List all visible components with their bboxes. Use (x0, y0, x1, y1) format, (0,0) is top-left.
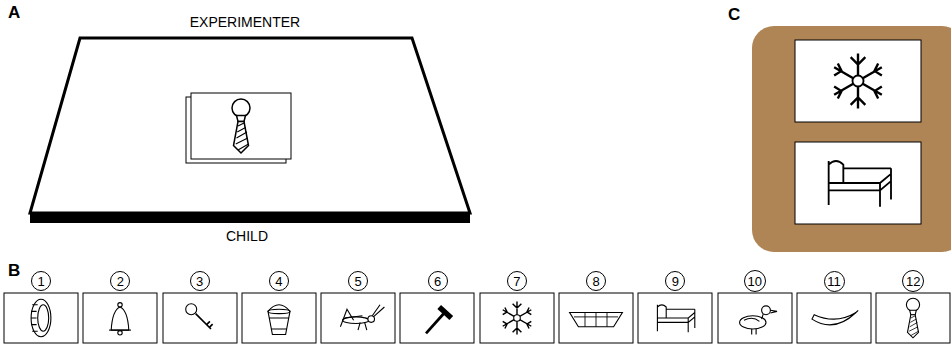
picture-card (191, 93, 291, 159)
table-top (30, 38, 470, 213)
callout-number: 3 (190, 271, 210, 291)
bucket-picture (268, 305, 290, 335)
banana-picture (812, 310, 858, 325)
callout-number: 9 (665, 271, 685, 291)
callout-number: 11 (824, 271, 845, 292)
table-edge (30, 213, 470, 223)
callout-number: 8 (592, 275, 599, 288)
callout-number: 4 (275, 275, 282, 288)
snowflake-picture (834, 54, 882, 109)
callout-number: 2 (117, 275, 124, 288)
snowflake-picture (503, 302, 532, 335)
callout-number: 8 (586, 271, 606, 291)
key-picture (186, 304, 213, 329)
callout-number: 5 (355, 275, 362, 288)
callout-number: 4 (269, 271, 289, 291)
callout-number: 2 (110, 271, 130, 291)
callout-number: 6 (428, 271, 448, 291)
side-label: CHILD (226, 229, 268, 244)
callout-number: 3 (196, 275, 203, 288)
boat-picture (570, 313, 623, 327)
callout-number: 10 (744, 270, 766, 292)
callout-number: 12 (906, 275, 920, 288)
callout-number: 11 (827, 275, 841, 288)
hammer-picture (426, 307, 451, 333)
picture-row (4, 293, 950, 343)
callout-number: 6 (434, 275, 441, 288)
panel-letter: B (8, 262, 20, 281)
duck-picture (740, 306, 777, 335)
panel-letter: C (728, 6, 740, 25)
bell-picture (109, 303, 131, 335)
board (752, 26, 951, 252)
side-label: EXPERIMENTER (190, 15, 300, 30)
bed-picture (829, 161, 891, 207)
picture-card (795, 40, 921, 122)
callout-number: 9 (672, 275, 679, 288)
panel-letter: A (8, 4, 20, 23)
tie-picture (232, 99, 250, 153)
callout-number: 7 (513, 275, 520, 288)
callout-number: 5 (348, 271, 368, 291)
callout-number: 1 (31, 271, 51, 291)
callout-number: 12 (902, 270, 924, 292)
callout-number: 10 (747, 275, 761, 288)
grasshopper-picture (340, 305, 384, 330)
callout-number: 1 (37, 275, 44, 288)
picture-card (795, 142, 921, 224)
callout-number: 7 (507, 271, 527, 291)
tire-picture (31, 299, 51, 336)
tie-picture (906, 298, 919, 338)
bed-picture (657, 305, 694, 333)
